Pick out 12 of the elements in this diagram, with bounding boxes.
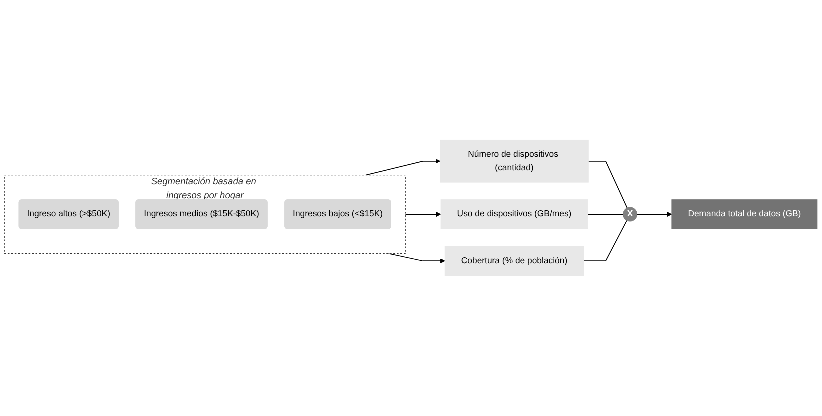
connector [583,220,628,262]
connector [588,160,628,209]
arrow [636,212,672,218]
node-box: Uso de dispositivos (GB/mes) [440,200,588,230]
node-box: Número de dispositivos (cantidad) [440,140,589,183]
connector [587,214,624,215]
node-box: Cobertura (% de población) [444,246,584,276]
arrow [388,253,446,264]
arrow [366,158,441,176]
node-box: Demanda total de datos (GB) [672,200,818,230]
arrow [405,212,442,218]
node-circle: X [623,207,638,222]
